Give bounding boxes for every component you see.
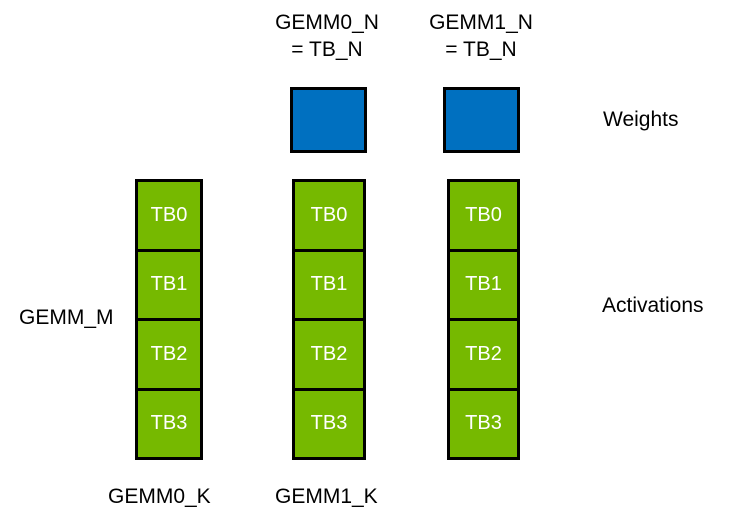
label-weights: Weights: [603, 108, 679, 131]
tb-cell: TB0: [450, 182, 517, 249]
label-gemm0-k: GEMM0_K: [108, 485, 211, 508]
tb-cell: TB0: [138, 182, 200, 249]
label-gemm0-n-line1: GEMM0_N: [275, 11, 379, 34]
label-gemm1-k: GEMM1_K: [275, 485, 378, 508]
activation-column-1: TB0 TB1 TB2 TB3: [292, 179, 366, 460]
tb-cell-label: TB0: [465, 203, 502, 226]
label-gemm0-n: GEMM0_N = TB_N: [257, 9, 397, 63]
tb-cell: TB1: [295, 248, 363, 319]
weight-tile-gemm1: [443, 87, 520, 153]
label-gemm1-n-line1: GEMM1_N: [429, 11, 533, 34]
activation-column-0: TB0 TB1 TB2 TB3: [135, 179, 203, 460]
weight-tile-gemm0: [290, 87, 367, 153]
tb-cell: TB2: [450, 318, 517, 388]
tb-cell-label: TB0: [310, 203, 348, 226]
tb-cell: TB1: [450, 248, 517, 319]
tb-cell: TB1: [138, 248, 200, 319]
label-activations: Activations: [602, 294, 704, 317]
tb-cell: TB3: [295, 387, 363, 458]
tb-cell-label: TB2: [150, 342, 188, 365]
tb-cell: TB0: [295, 182, 363, 249]
label-gemm1-n-line2: = TB_N: [445, 38, 517, 61]
tb-cell: TB2: [138, 318, 200, 388]
tb-cell-label: TB2: [310, 342, 348, 365]
tb-cell-label: TB0: [150, 203, 188, 226]
tb-cell: TB2: [295, 318, 363, 388]
tb-cell: TB3: [138, 387, 200, 458]
tb-cell-label: TB2: [465, 342, 502, 365]
label-gemm0-n-line2: = TB_N: [291, 38, 363, 61]
label-gemm1-n: GEMM1_N = TB_N: [411, 9, 551, 63]
tb-cell-label: TB1: [465, 273, 502, 296]
tb-cell: TB3: [450, 387, 517, 458]
activation-column-2: TB0 TB1 TB2 TB3: [447, 179, 520, 460]
tb-cell-label: TB3: [465, 412, 502, 435]
label-gemm-m: GEMM_M: [19, 306, 114, 329]
tb-cell-label: TB1: [150, 273, 188, 296]
tb-cell-label: TB3: [150, 412, 188, 435]
tb-cell-label: TB3: [310, 412, 348, 435]
tb-cell-label: TB1: [310, 273, 348, 296]
